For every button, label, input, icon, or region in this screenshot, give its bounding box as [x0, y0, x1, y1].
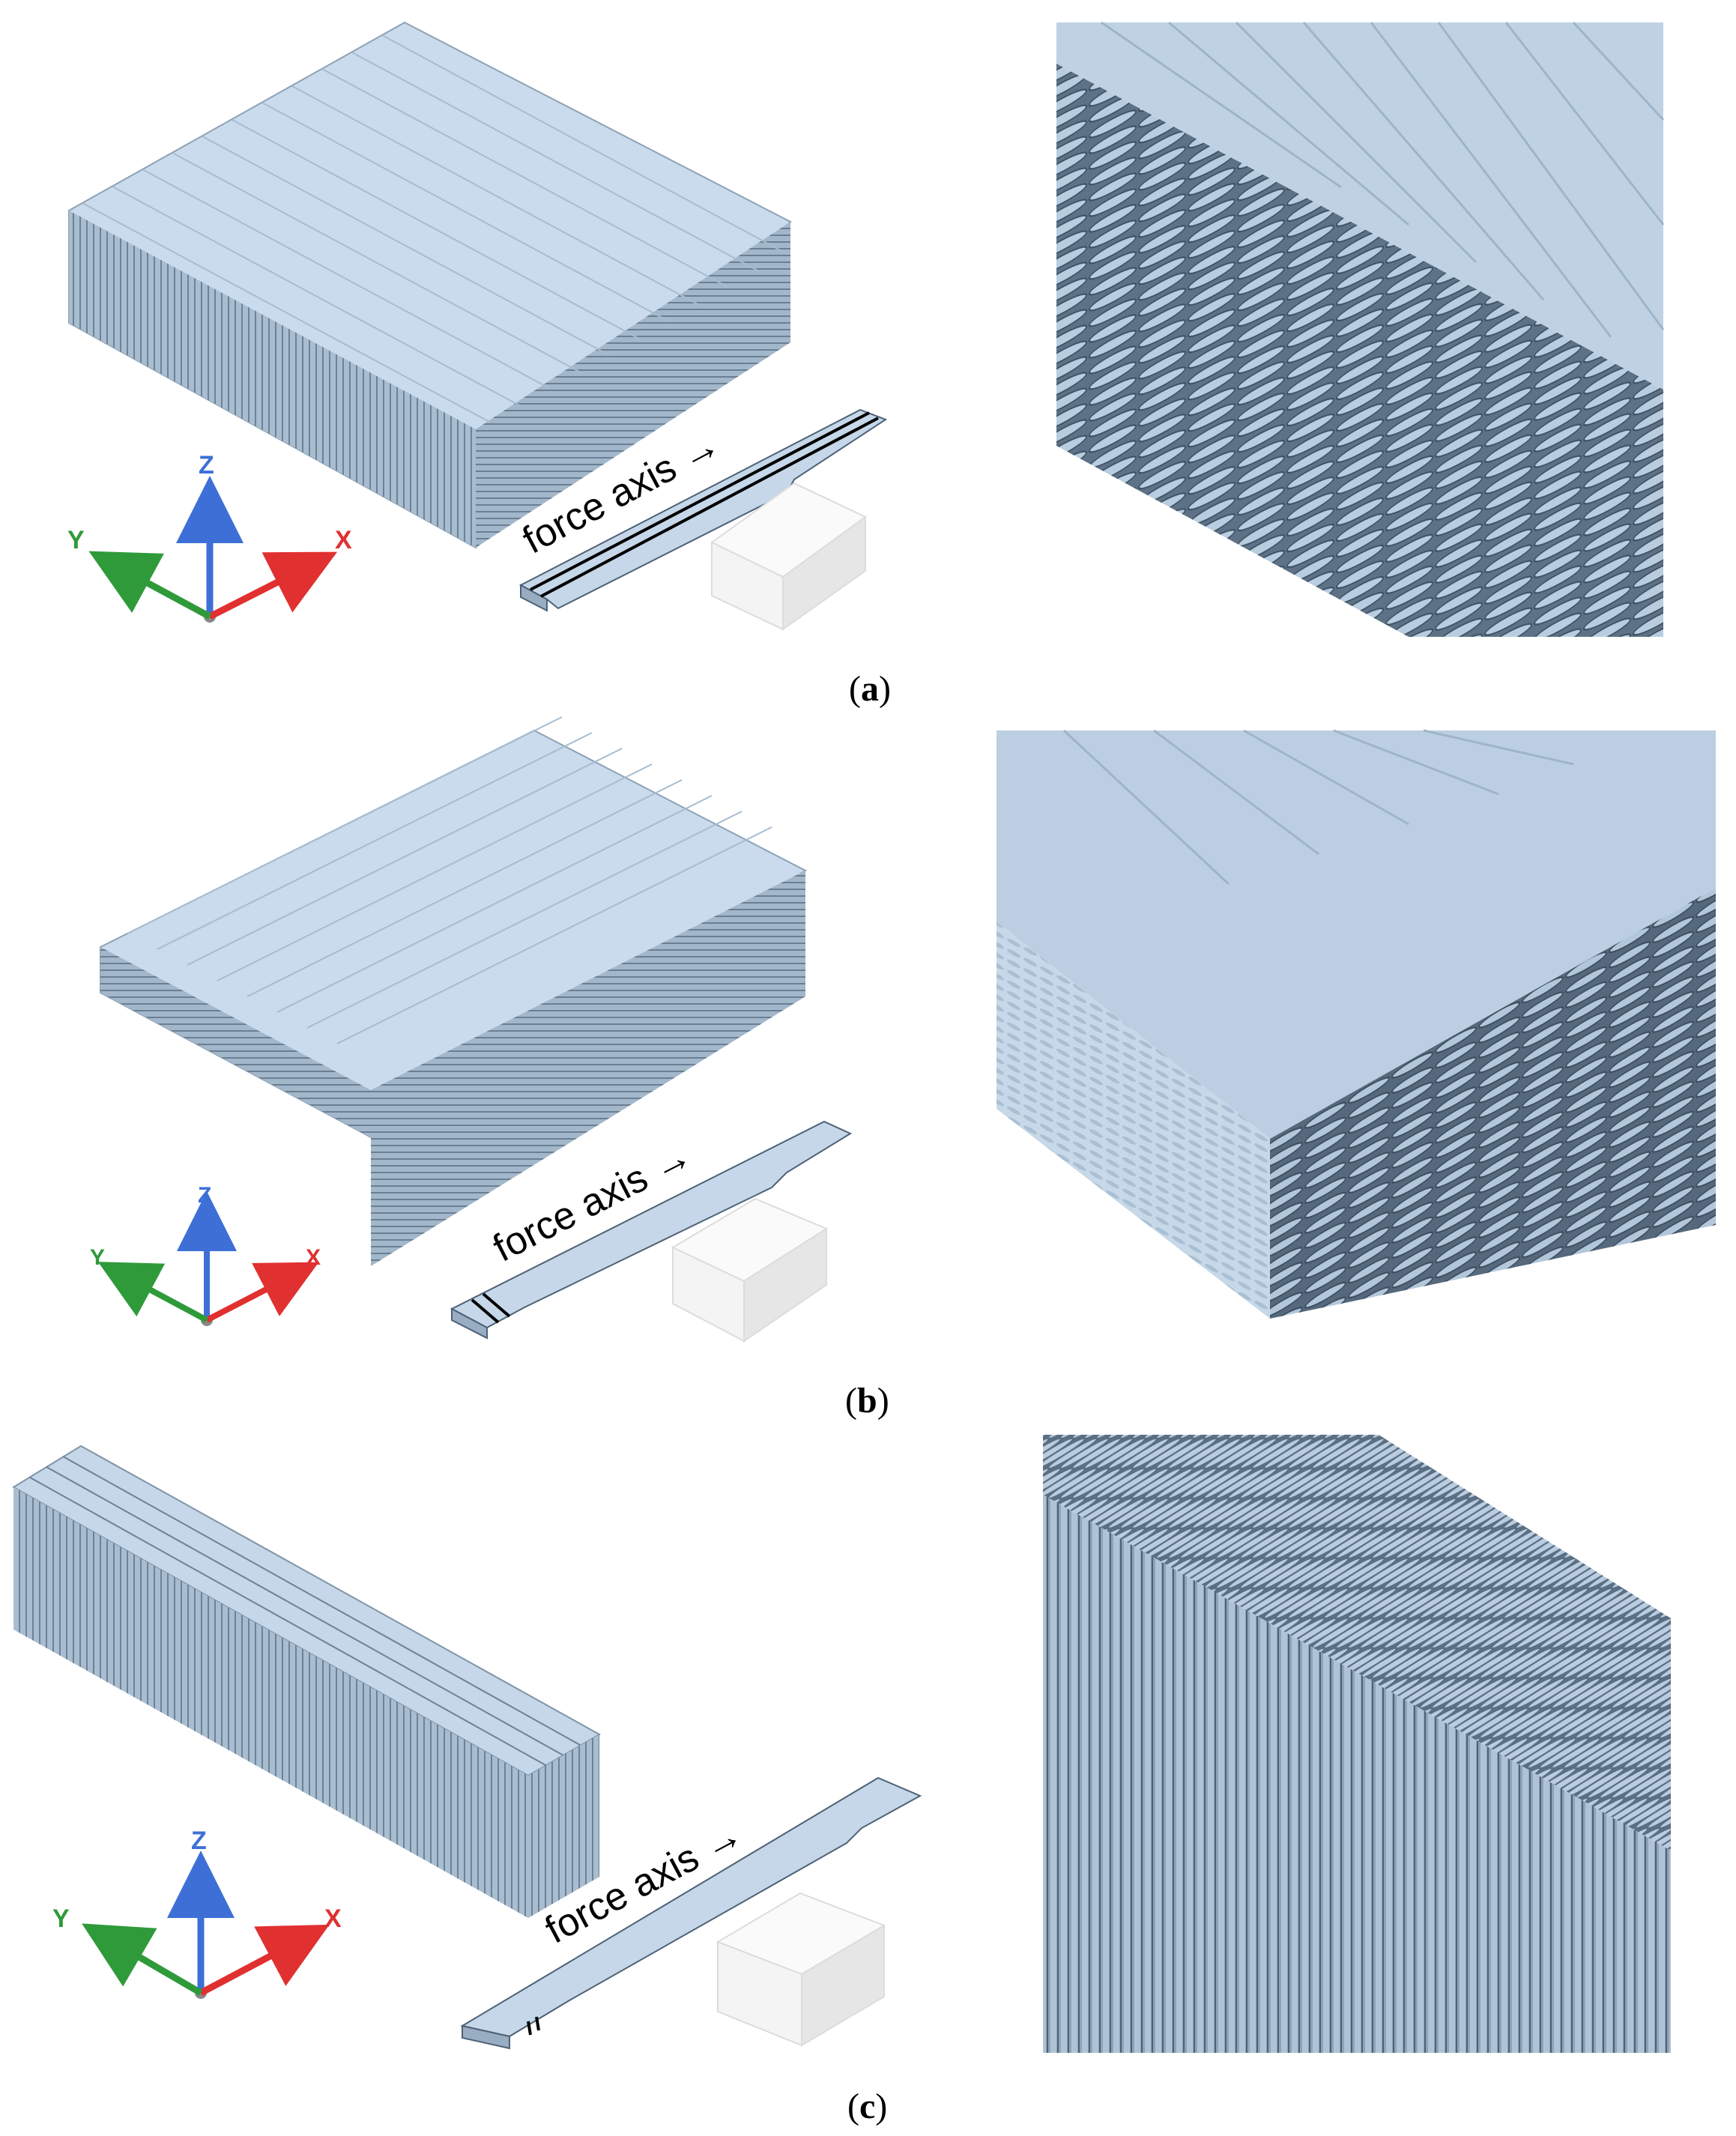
- panel-a-caption-letter: a: [861, 669, 879, 709]
- x-axis-label: X: [324, 1904, 342, 1933]
- z-axis-label: Z: [191, 1827, 207, 1855]
- y-axis-arrow: [82, 1923, 203, 1996]
- panel-c-zoom-detail: [1043, 1435, 1671, 2053]
- y-axis-arrow: [88, 551, 212, 620]
- panel-a-caption: (a): [849, 669, 891, 709]
- panel-b-caption-letter: b: [857, 1381, 877, 1421]
- panel-c: Z X Y force axis → (c): [12, 1435, 1671, 2126]
- y-axis-label: Y: [52, 1904, 70, 1933]
- x-axis-label: X: [335, 526, 352, 554]
- panel-a: Z X Y force axis →: [67, 21, 1665, 709]
- panel-b-reference-box: [671, 1197, 829, 1343]
- x-axis-arrow: [199, 1924, 330, 1996]
- y-axis-label: Y: [67, 526, 85, 554]
- z-axis-label: Z: [199, 451, 214, 479]
- panel-a-block: [68, 21, 792, 549]
- panel-b-axis-triad: Z X Y: [90, 1183, 321, 1326]
- panel-b-specimen: [450, 1120, 853, 1340]
- x-axis-arrow: [208, 551, 338, 620]
- panel-a-zoom-detail: [1056, 21, 1665, 637]
- panel-c-block: [12, 1444, 602, 1918]
- x-axis-label: X: [306, 1245, 321, 1270]
- z-axis-label: Z: [198, 1183, 211, 1208]
- panel-b-block: [100, 716, 808, 1266]
- panel-a-axis-triad: Z X Y: [67, 451, 352, 623]
- y-axis-label: Y: [90, 1245, 105, 1270]
- panel-c-caption-letter: c: [859, 2087, 875, 2126]
- y-axis-arrow: [97, 1262, 208, 1323]
- panel-b-zoom-detail: [996, 729, 1716, 1319]
- panel-c-reference-box: [716, 1892, 886, 2047]
- panel-c-specimen: [460, 1776, 922, 2050]
- panel-a-reference-box: [710, 482, 867, 631]
- x-axis-arrow: [205, 1262, 319, 1323]
- panel-b: Z X Y force axis → (b): [90, 716, 1716, 1421]
- panel-c-axis-triad: Z X Y: [52, 1827, 342, 1999]
- panel-b-caption: (b): [845, 1381, 889, 1421]
- panel-a-specimen: [518, 408, 888, 612]
- panel-c-caption: (c): [847, 2087, 887, 2126]
